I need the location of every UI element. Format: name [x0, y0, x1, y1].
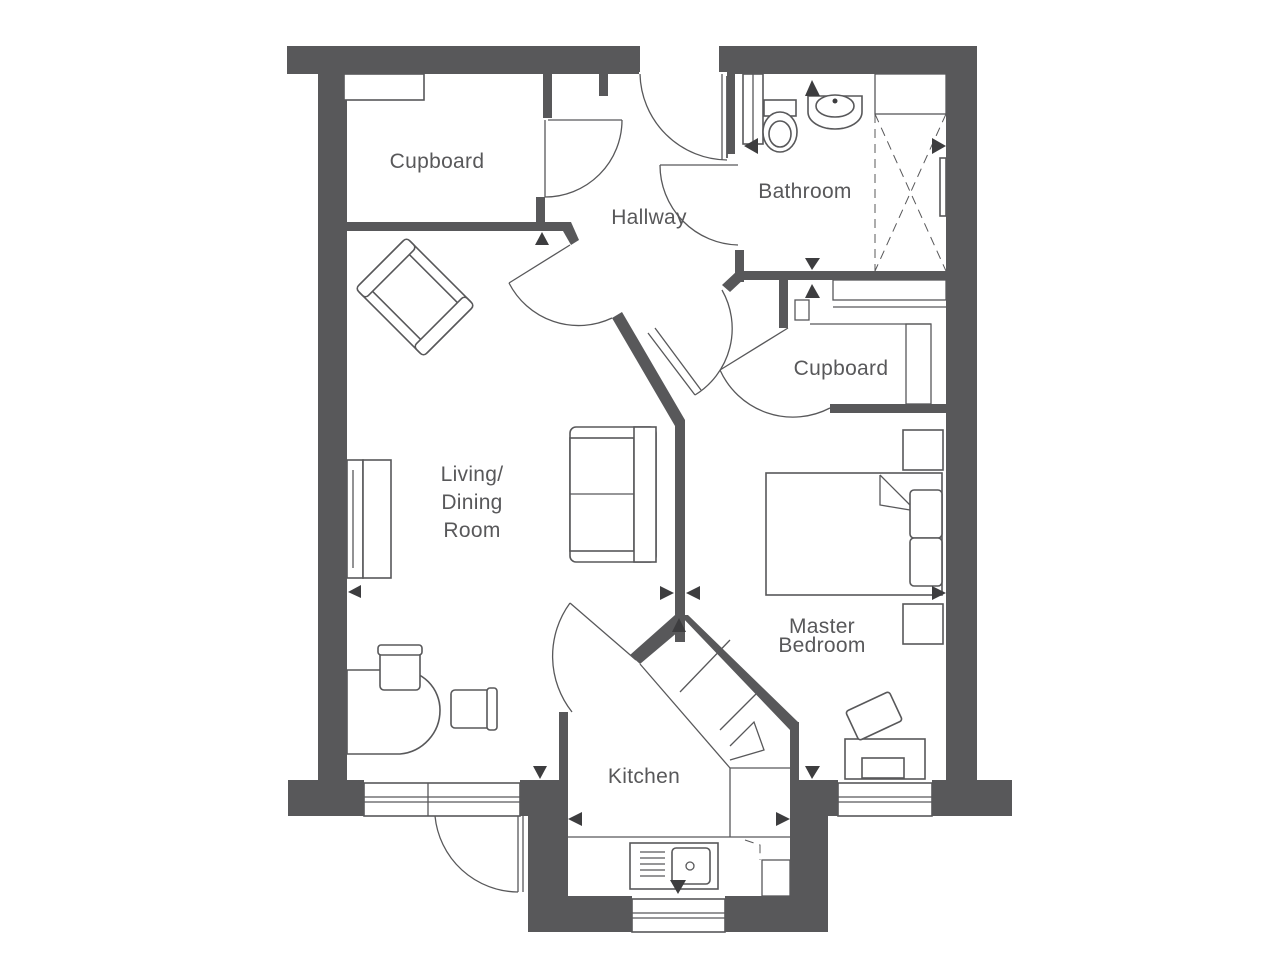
label-living-line3: Room	[443, 519, 500, 542]
windows	[343, 73, 933, 933]
label-living-line2: Dining	[441, 491, 502, 514]
label-living-line1: Living/	[441, 463, 504, 486]
cupboard-shelves	[794, 279, 947, 405]
label-hallway: Hallway	[611, 206, 687, 229]
label-cupboard-top-left: Cupboard	[390, 150, 485, 173]
bedroom-furniture	[765, 429, 944, 780]
bathroom-fixtures	[742, 73, 947, 272]
external-walls	[287, 46, 1012, 932]
label-master-line2: Bedroom	[778, 634, 865, 657]
label-kitchen: Kitchen	[608, 765, 680, 788]
label-bathroom: Bathroom	[758, 180, 851, 203]
internal-walls	[347, 46, 946, 784]
label-master-line1: Master	[789, 615, 855, 638]
service-markers	[348, 80, 946, 894]
doors	[434, 73, 831, 893]
label-cupboard-right: Cupboard	[794, 357, 889, 380]
room-labels: Cupboard Hallway Bathroom Cupboard Livin…	[390, 150, 889, 788]
living-furniture	[346, 238, 657, 755]
